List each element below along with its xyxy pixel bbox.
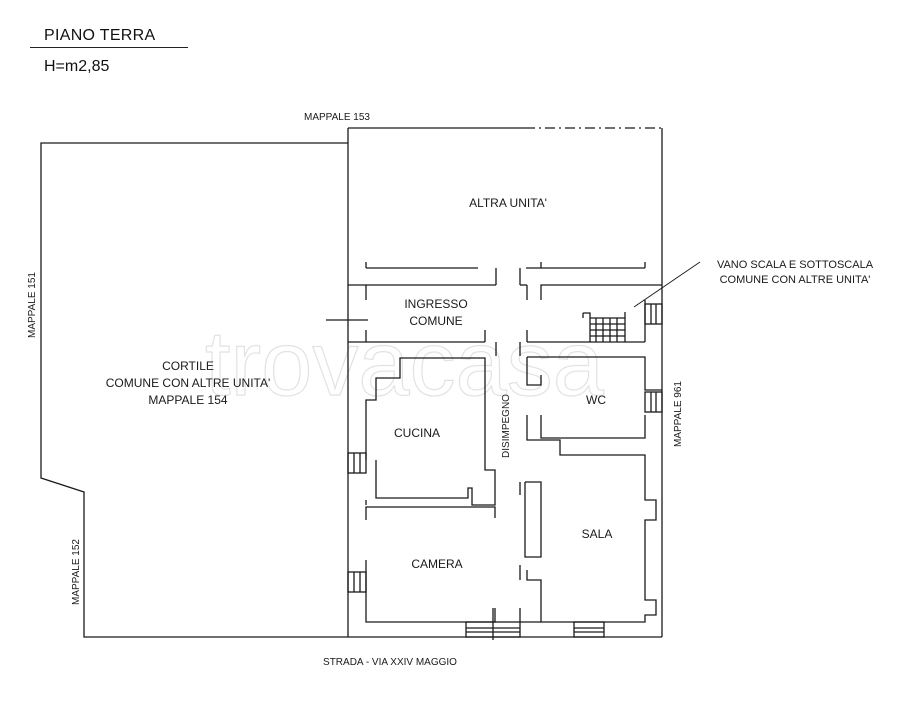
room-cucina: CUCINA: [394, 426, 440, 440]
plan-walls: [40, 127, 701, 640]
label-north: MAPPALE 153: [304, 112, 370, 123]
window-west-bedroom: [347, 571, 367, 593]
stair-annotation-2: COMUNE CON ALTRE UNITA': [720, 274, 871, 286]
window-south-2: [573, 621, 605, 638]
stair-symbol: [582, 312, 626, 342]
window-east-stair: [644, 303, 663, 325]
title-underline: [30, 47, 188, 48]
room-cortile-2: COMUNE CON ALTRE UNITA': [106, 376, 271, 390]
room-altra-unita: ALTRA UNITA': [469, 196, 547, 210]
label-east: MAPPALE 961: [673, 381, 684, 447]
room-disimpegno: DISIMPEGNO: [501, 394, 512, 458]
label-south: STRADA - VIA XXIV MAGGIO: [323, 657, 457, 668]
wc-west-jamb: [526, 357, 542, 386]
room-ingresso-1: INGRESSO: [404, 297, 467, 311]
ingresso-north-c: [540, 284, 662, 300]
bedroom-walls: [365, 506, 496, 520]
floor-height: H=m2,85: [44, 58, 110, 75]
stair-annotation-1: VANO SCALA E SOTTOSCALA: [717, 259, 874, 271]
label-west-lower: MAPPALE 152: [71, 539, 82, 605]
room-camera: CAMERA: [411, 557, 462, 571]
room-cortile-1: CORTILE: [162, 359, 214, 373]
watermark-text: trovacasa: [205, 313, 605, 415]
room-sala: SALA: [582, 527, 613, 541]
room-cortile-3: MAPPALE 154: [148, 393, 227, 407]
window-west-kitchen: [347, 452, 367, 474]
window-east-wc: [644, 391, 663, 413]
room-wc: WC: [586, 393, 606, 407]
sala-walls: [526, 415, 657, 623]
courtyard-outline: [40, 142, 348, 638]
floor-title: PIANO TERRA: [44, 27, 156, 44]
room-ingresso-2: COMUNE: [409, 314, 462, 328]
wc-walls: [527, 356, 662, 391]
kitchen-walls: [365, 357, 496, 506]
bedroom-south-east: [519, 608, 541, 623]
wc-south-wall: [540, 415, 646, 439]
stair-leader-line: [633, 261, 701, 308]
label-west-upper: MAPPALE 151: [27, 272, 38, 338]
ingresso-wall-nw: [348, 284, 367, 300]
corridor-pier: [524, 481, 542, 558]
